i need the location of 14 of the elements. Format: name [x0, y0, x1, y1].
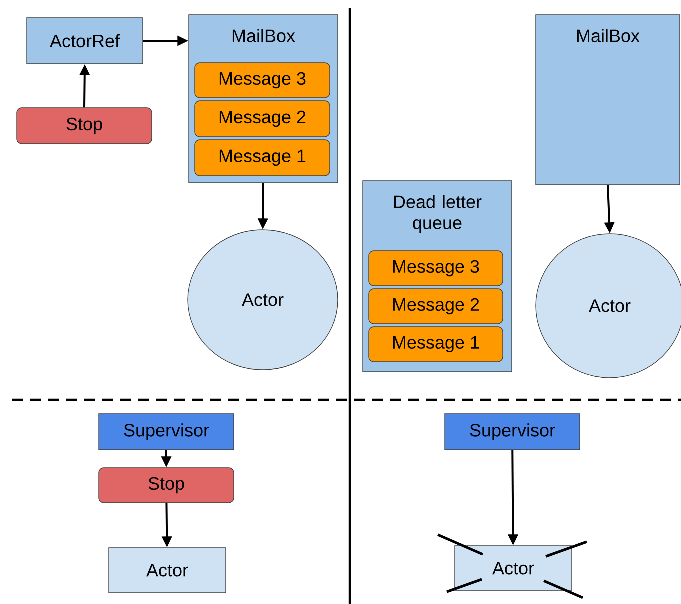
message-box: Message 2: [368, 288, 504, 324]
mailbox: MailBox: [536, 14, 680, 186]
message-box: Message 2: [194, 100, 330, 138]
actor-box: Actor: [454, 546, 572, 592]
stop-message: Stop: [16, 108, 152, 144]
supervisor-box: Supervisor: [444, 414, 580, 450]
message-box: Message 1: [194, 140, 330, 176]
message-box: Message 3: [368, 250, 504, 286]
actor-ref-box: ActorRef: [26, 18, 144, 64]
supervisor-box: Supervisor: [98, 414, 234, 450]
message-box: Message 3: [194, 62, 330, 98]
stop-message: Stop: [98, 468, 234, 504]
message-box: Message 1: [368, 326, 504, 362]
actor-box: Actor: [108, 548, 226, 594]
